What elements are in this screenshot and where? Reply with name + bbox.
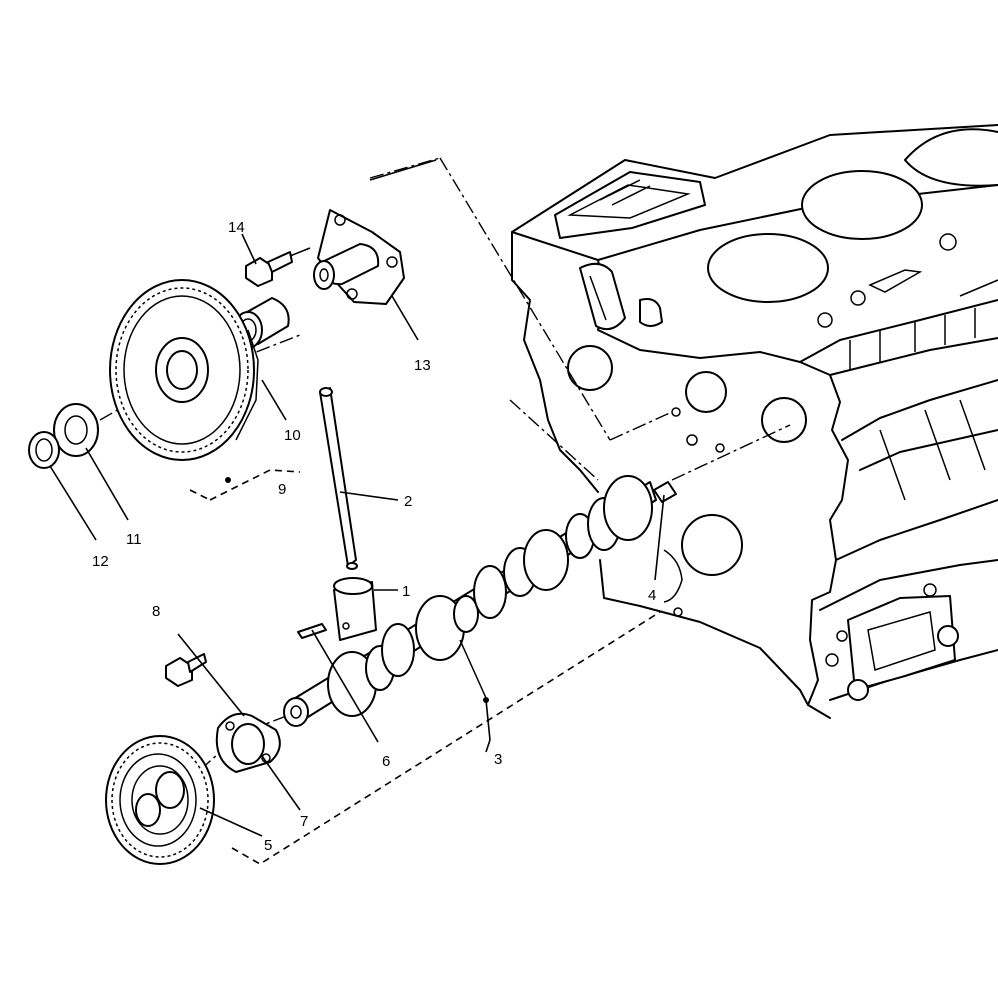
part-9-idler-gear bbox=[109, 279, 301, 501]
leader-lines bbox=[49, 159, 665, 837]
callout-6: 6 bbox=[382, 753, 390, 770]
callout-14: 14 bbox=[228, 219, 245, 236]
part-7-thrust-plate bbox=[215, 712, 281, 773]
callout-4: 4 bbox=[648, 587, 656, 604]
part-8-bolt bbox=[165, 653, 207, 687]
callout-2: 2 bbox=[404, 493, 412, 510]
callout-9: 9 bbox=[278, 481, 286, 498]
part-3-camshaft bbox=[283, 475, 677, 727]
part-2-push-rod bbox=[319, 387, 358, 570]
callout-12: 12 bbox=[92, 553, 109, 570]
callout-11: 11 bbox=[126, 531, 142, 548]
part-5-cam-gear bbox=[105, 735, 215, 865]
callout-7: 7 bbox=[300, 813, 308, 830]
part-13-idler-shaft-bracket bbox=[313, 209, 405, 305]
callout-5: 5 bbox=[264, 837, 272, 854]
callout-13: 13 bbox=[414, 357, 431, 374]
callout-8: 8 bbox=[152, 603, 160, 620]
callout-3: 3 bbox=[494, 751, 502, 768]
callout-10: 10 bbox=[284, 427, 301, 444]
part-14-bolt bbox=[245, 247, 311, 287]
callout-1: 1 bbox=[402, 583, 410, 600]
center-lines bbox=[99, 157, 791, 771]
part-1-tappet bbox=[333, 577, 377, 641]
callout-labels: 1 2 3 4 5 6 7 8 9 10 11 12 13 14 bbox=[92, 219, 656, 854]
part-11-washer bbox=[53, 403, 99, 457]
part-12-snap-ring bbox=[28, 431, 60, 469]
engine-block bbox=[511, 124, 998, 719]
